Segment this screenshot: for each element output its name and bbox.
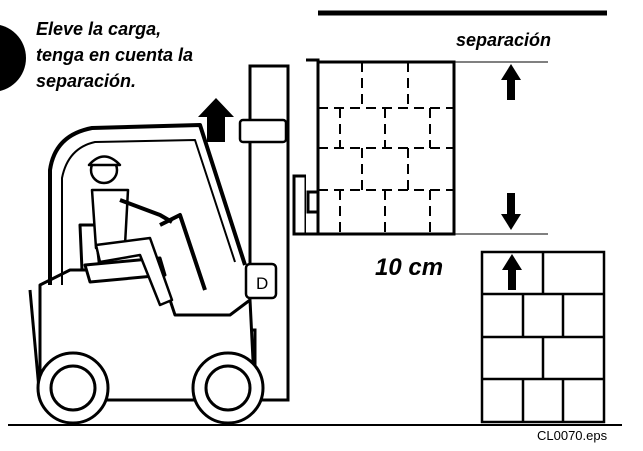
instruction-text: Eleve la carga, tenga en cuenta la separ…	[36, 16, 193, 94]
operator-figure	[87, 155, 174, 307]
distance-label: 10 cm	[375, 254, 444, 281]
pallet-up-arrow-icon	[502, 254, 522, 290]
step-number-badge	[0, 24, 26, 92]
forklift-mast: D	[238, 64, 290, 402]
raised-load	[316, 60, 456, 236]
front-wheel	[191, 351, 265, 425]
figure-code: CL0070.eps	[537, 428, 608, 443]
rear-wheel	[36, 351, 110, 425]
instruction-line-1: Eleve la carga,	[36, 19, 162, 39]
pallet-stack	[480, 250, 606, 424]
up-arrow-icon	[501, 64, 521, 100]
instruction-line-3: separación.	[36, 71, 137, 91]
instruction-line-2: tenga en cuenta la	[36, 45, 194, 65]
lift-up-arrow-icon	[198, 98, 234, 142]
down-arrow-icon	[501, 193, 521, 230]
svg-text:D: D	[256, 274, 268, 293]
clearance-label: separación	[456, 30, 552, 50]
